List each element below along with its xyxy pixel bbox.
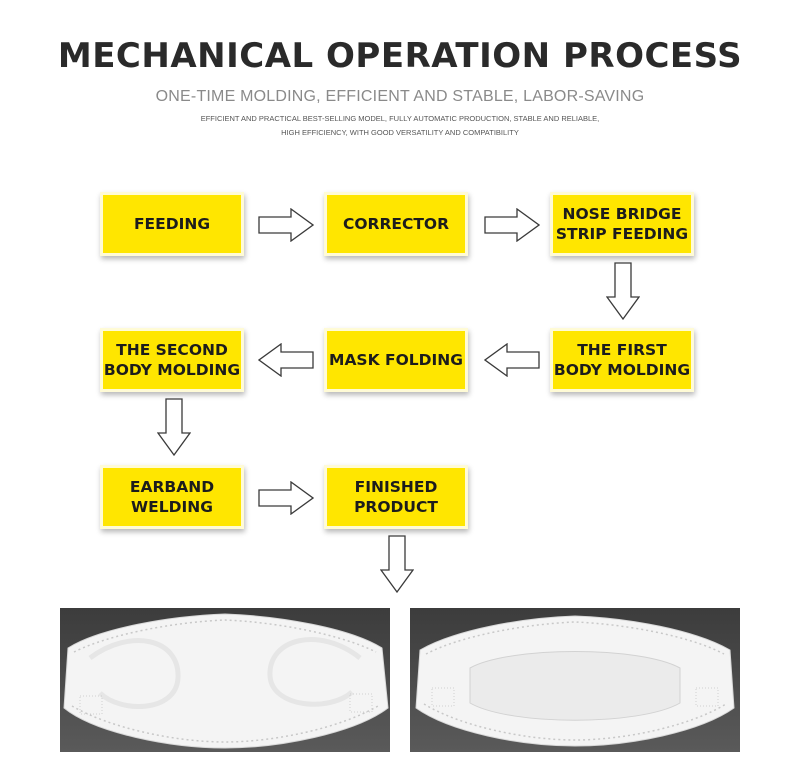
step-earband-welding: EARBAND WELDING (100, 465, 244, 529)
step-label: THE SECOND BODY MOLDING (103, 341, 241, 379)
step-label: CORRECTOR (342, 215, 450, 233)
arrow-down-icon (380, 535, 414, 593)
step-corrector: CORRECTOR (324, 192, 468, 256)
step-label: NOSE BRIDGE STRIP FEEDING (555, 205, 689, 243)
step-first-body-molding: THE FIRST BODY MOLDING (550, 328, 694, 392)
step-label: THE FIRST BODY MOLDING (553, 341, 691, 379)
arrow-left-icon (484, 343, 540, 377)
description-line-1: EFFICIENT AND PRACTICAL BEST-SELLING MOD… (200, 114, 600, 123)
step-finished-product: FINISHED PRODUCT (324, 465, 468, 529)
page-title: MECHANICAL OPERATION PROCESS (57, 36, 743, 76)
page-subtitle: ONE-TIME MOLDING, EFFICIENT AND STABLE, … (155, 88, 645, 105)
step-nose-bridge-strip-feeding: NOSE BRIDGE STRIP FEEDING (550, 192, 694, 256)
arrow-right-icon (258, 208, 314, 242)
step-feeding: FEEDING (100, 192, 244, 256)
step-label: FINISHED PRODUCT (354, 478, 438, 516)
step-label: FEEDING (133, 215, 211, 233)
mask-photo-with-earloops (60, 608, 390, 752)
arrow-down-icon (606, 262, 640, 320)
step-mask-folding: MASK FOLDING (324, 328, 468, 392)
step-label: EARBAND WELDING (129, 478, 215, 516)
arrow-right-icon (484, 208, 540, 242)
arrow-right-icon (258, 481, 314, 515)
step-label: MASK FOLDING (329, 351, 463, 369)
step-second-body-molding: THE SECOND BODY MOLDING (100, 328, 244, 392)
arrow-left-icon (258, 343, 314, 377)
mask-photo-front (410, 608, 740, 752)
arrow-down-icon (157, 398, 191, 456)
description-line-2: HIGH EFFICIENCY, WITH GOOD VERSATILITY A… (281, 128, 519, 137)
